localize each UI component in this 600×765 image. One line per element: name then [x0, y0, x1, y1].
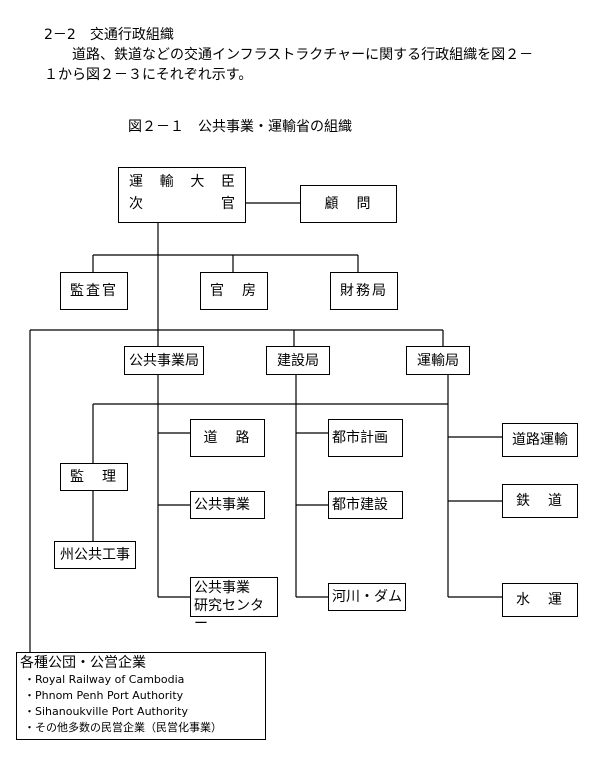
supervision-box: 監 理 — [60, 463, 128, 491]
road-transport-box: 道路運輸 — [502, 423, 578, 457]
list-item: ・Royal Railway of Cambodia — [24, 673, 185, 686]
water-transport-label: 水 運 — [516, 592, 564, 608]
railway-box: 鉄 道 — [502, 484, 578, 518]
construction-bureau-box: 建設局 — [266, 346, 330, 375]
urban-planning-box: 都市計画 — [328, 419, 403, 457]
minister-box: 運 輸 大 臣 次 官 — [118, 167, 246, 223]
body-text-line-2: １から図２－３にそれぞれ示す。 — [44, 67, 253, 83]
railway-label: 鉄 道 — [516, 493, 564, 509]
list-item: ・Phnom Penh Port Authority — [24, 689, 184, 702]
minister-char: 大 — [190, 174, 205, 190]
section-heading: 2－2 交通行政組織 — [44, 27, 174, 43]
urban-construction-label: 都市建設 — [332, 497, 388, 513]
minister-row: 運 輸 大 臣 — [129, 173, 235, 191]
public-works-research-center-box: 公共事業 研究センター — [190, 577, 278, 632]
inspector-label: 監査官 — [70, 283, 118, 299]
research-center-line-1: 公共事業 — [194, 580, 250, 596]
advisor-box: 顧 問 — [300, 185, 397, 223]
public-enterprises-box: 各種公団・公営企業 ・Royal Railway of Cambodia ・Ph… — [16, 652, 266, 740]
secretariat-label: 官 房 — [210, 283, 258, 299]
enterprise-list: ・Royal Railway of Cambodia ・Phnom Penh P… — [20, 672, 262, 736]
inspector-box: 監査官 — [60, 272, 128, 310]
finance-bureau-box: 財務局 — [330, 272, 398, 310]
public-works-unit-box: 公共事業 — [190, 491, 265, 519]
minister-char: 運 — [129, 174, 143, 190]
transport-bureau-label: 運輸局 — [417, 352, 459, 369]
figure-caption: 図２－１ 公共事業・運輸省の組織 — [128, 119, 352, 135]
water-transport-box: 水 運 — [502, 583, 578, 617]
supervision-label: 監 理 — [70, 469, 118, 485]
research-center-line-2: 研究センター — [194, 598, 264, 632]
public-works-bureau-box: 公共事業局 — [124, 346, 204, 375]
finance-bureau-label: 財務局 — [340, 283, 388, 299]
vice-minister-char: 次 — [129, 196, 143, 212]
rivers-dams-label: 河川・ダム — [332, 589, 402, 605]
list-item: ・その他多数の民営企業（民営化事業） — [24, 721, 222, 734]
body-text-line-1: 道路、鉄道などの交通インフラストラクチャーに関する行政組織を図２－ — [72, 47, 534, 63]
minister-char: 輸 — [159, 174, 174, 190]
roads-unit-label: 道 路 — [203, 430, 252, 446]
urban-planning-label: 都市計画 — [332, 430, 388, 446]
secretariat-box: 官 房 — [200, 272, 268, 310]
list-item: ・Sihanoukville Port Authority — [24, 705, 188, 718]
rivers-dams-box: 河川・ダム — [328, 583, 406, 611]
road-transport-label: 道路運輸 — [512, 432, 568, 448]
public-works-bureau-label: 公共事業局 — [129, 352, 199, 369]
construction-bureau-label: 建設局 — [277, 352, 319, 369]
state-public-works-box: 州公共工事 — [54, 541, 136, 569]
advisor-label: 顧 問 — [324, 196, 373, 212]
minister-char: 臣 — [220, 174, 235, 190]
urban-construction-box: 都市建設 — [328, 491, 403, 519]
vice-minister-row: 次 官 — [129, 195, 235, 213]
vice-minister-char: 官 — [221, 196, 235, 212]
state-public-works-label: 州公共工事 — [60, 547, 130, 563]
public-works-unit-label: 公共事業 — [194, 497, 250, 513]
transport-bureau-box: 運輸局 — [406, 346, 470, 375]
public-enterprises-title: 各種公団・公営企業 — [20, 655, 146, 671]
roads-unit-box: 道 路 — [190, 419, 265, 457]
